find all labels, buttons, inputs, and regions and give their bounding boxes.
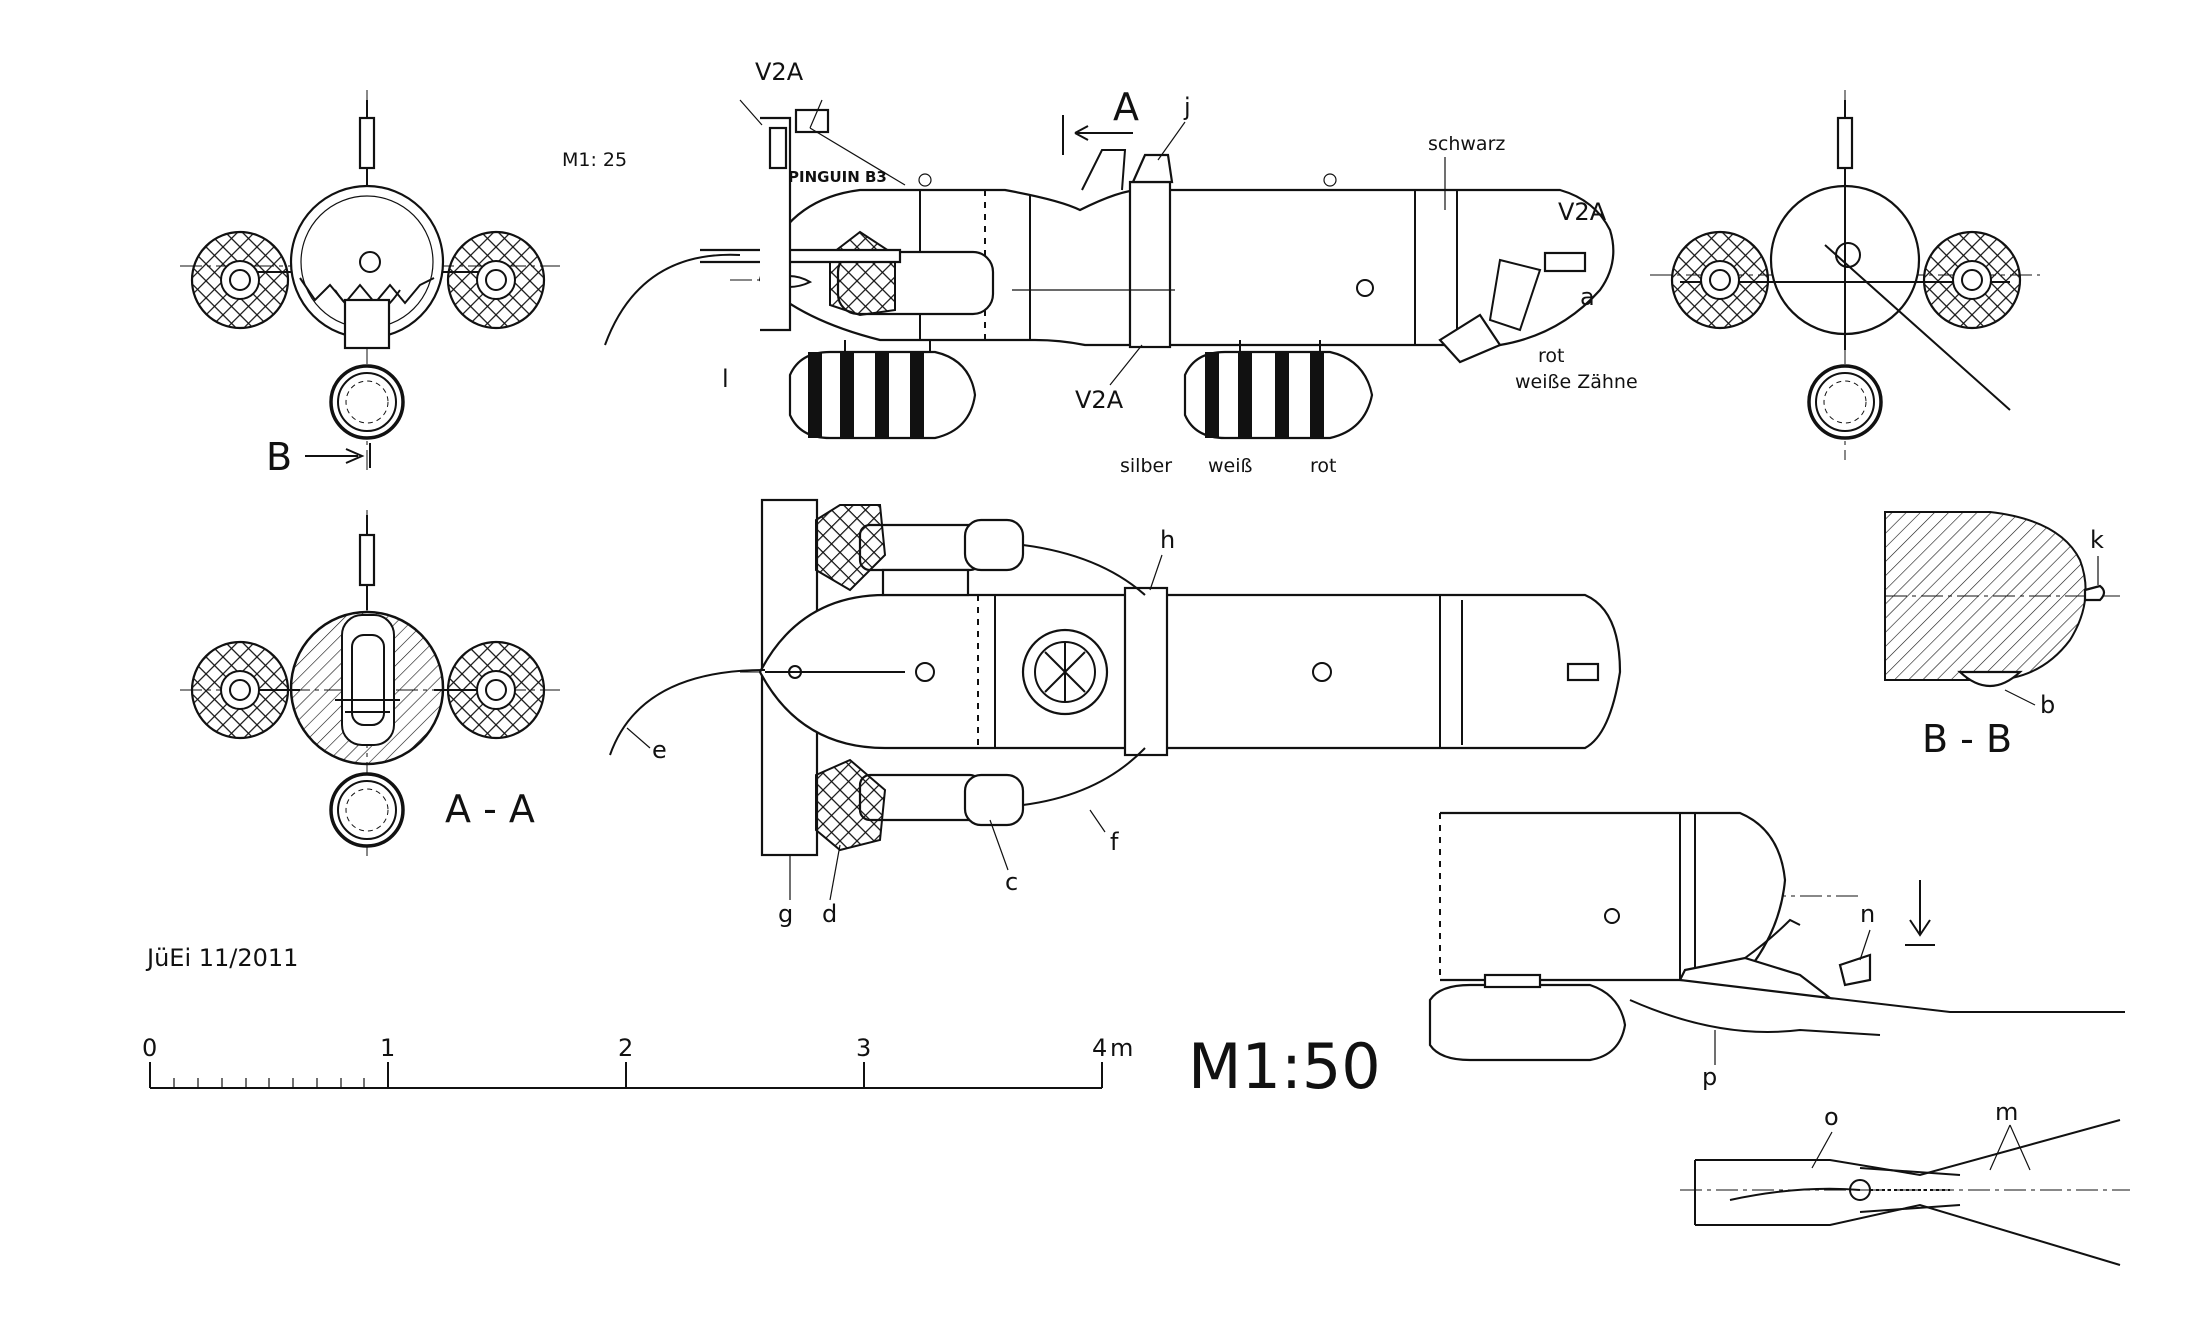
detail-side-view [1428, 811, 2125, 1062]
label-h: h [1160, 526, 1175, 554]
v2a-bottom-label: V2A [1075, 386, 1124, 414]
label-l: l [722, 365, 729, 393]
label-n: n [1860, 900, 1875, 928]
author-date: JüEi 11/2011 [145, 944, 298, 972]
label-a: a [1580, 283, 1595, 311]
label-c: c [1005, 868, 1018, 896]
scale-tick-4: 4 [1092, 1034, 1107, 1062]
scale-tick-1: 1 [380, 1034, 395, 1062]
section-a-a-view [180, 510, 560, 860]
section-b-b-view [1884, 511, 2120, 687]
rot-bomb-label: rot [1310, 455, 1336, 477]
section-a-label: A [1113, 85, 1139, 129]
label-f: f [1110, 828, 1119, 856]
scale-tick-2: 2 [618, 1034, 633, 1062]
side-view [604, 108, 1615, 440]
label-g: g [778, 900, 793, 928]
top-view [609, 498, 1622, 857]
label-d: d [822, 900, 837, 928]
pinguin-label: PINGUIN B3 [788, 168, 887, 186]
scale-tick-3: 3 [856, 1034, 871, 1062]
rot-label: rot [1538, 345, 1564, 367]
rear-view [1650, 90, 2040, 460]
scale-title: M1:50 [1188, 1030, 1381, 1103]
schwarz-label: schwarz [1428, 133, 1505, 155]
section-b-label: B [266, 435, 292, 479]
weisse-zaehne-label: weiße Zähne [1515, 371, 1638, 393]
label-o: o [1824, 1103, 1839, 1131]
section-a-a-label: A - A [445, 787, 535, 831]
front-view [180, 90, 560, 470]
scale-tick-0: 0 [142, 1034, 157, 1062]
weiss-label: weiß [1208, 455, 1253, 477]
scale-bar: 0 1 2 3 4 m [142, 1034, 1133, 1089]
section-b-b-label: B - B [1922, 717, 2012, 761]
scale-m125-label: M1: 25 [562, 149, 627, 171]
label-m: m [1995, 1098, 2018, 1126]
label-k: k [2090, 526, 2104, 554]
silber-label: silber [1120, 455, 1172, 477]
side-bomb-right [1183, 340, 1374, 440]
v2a-top-label: V2A [755, 58, 804, 86]
label-b: b [2040, 691, 2055, 719]
label-j: j [1183, 93, 1191, 121]
scale-unit: m [1110, 1034, 1133, 1062]
label-e: e [652, 736, 667, 764]
side-bomb-left [788, 340, 977, 440]
label-p: p [1702, 1063, 1717, 1091]
v2a-right-label: V2A [1558, 198, 1607, 226]
detail-top-view [1680, 1119, 2130, 1266]
